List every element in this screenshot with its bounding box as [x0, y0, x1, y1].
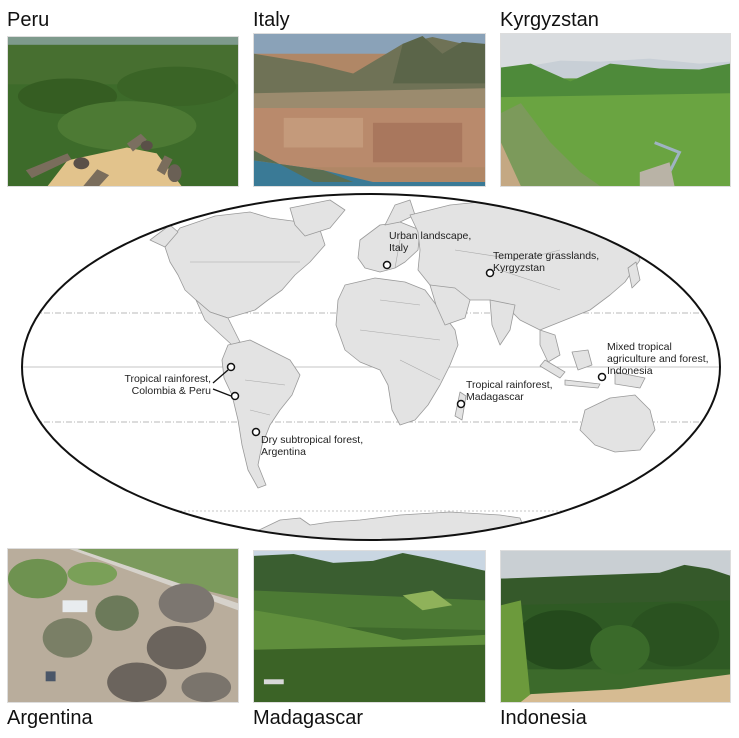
- map-outline: [21, 193, 721, 541]
- landmass-greenland: [289, 199, 346, 237]
- landmass-arabia: [429, 284, 471, 326]
- photo-italy: [253, 33, 486, 187]
- landmass-sumatra: [539, 359, 566, 379]
- photo-argentina: [7, 548, 239, 703]
- landmass-scandinavia: [384, 199, 416, 226]
- photo-madagascar: [253, 550, 486, 703]
- landmass-southeast-asia: [539, 329, 561, 363]
- landmass-new-zealand: [669, 451, 685, 481]
- panel-title-peru: Peru: [7, 9, 50, 31]
- site-label-kyrgyzstan: Temperate grasslands, Kyrgyzstan: [493, 250, 600, 274]
- site-label-colombia-peru: Tropical rainforest, Colombia & Peru: [124, 373, 211, 397]
- world-map: Urban landscape, Italy Temperate grassla…: [0, 188, 739, 553]
- site-marker-argentina: [251, 427, 261, 437]
- panel-title-argentina: Argentina: [7, 707, 93, 729]
- landmass-sulawesi-java: [564, 379, 601, 389]
- leader-line-peru: [212, 388, 232, 397]
- site-label-italy: Urban landscape, Italy: [389, 230, 472, 254]
- landmass-japan: [627, 261, 641, 289]
- site-marker-peru: [230, 391, 240, 401]
- photo-kyrgyzstan: [500, 33, 731, 187]
- site-label-argentina: Dry subtropical forest, Argentina: [261, 434, 364, 458]
- panel-title-kyrgyzstan: Kyrgyzstan: [500, 9, 599, 31]
- site-label-indonesia: Mixed tropical agriculture and forest, I…: [607, 341, 709, 377]
- photo-indonesia: [500, 550, 731, 703]
- panel-title-madagascar: Madagascar: [253, 707, 364, 729]
- mollweide-map-graphic: [21, 193, 721, 541]
- landmass-australia: [579, 394, 656, 453]
- landmass-north-america: [164, 211, 326, 319]
- site-marker-kyrgyzstan: [485, 268, 495, 278]
- site-marker-italy: [382, 260, 392, 270]
- site-label-madagascar: Tropical rainforest, Madagascar: [466, 379, 553, 403]
- site-marker-indonesia: [597, 372, 607, 382]
- photo-peru: [7, 36, 239, 187]
- landmass-india: [489, 299, 516, 346]
- landmass-borneo: [571, 349, 593, 371]
- landmass-alaska: [149, 224, 179, 248]
- panel-title-italy: Italy: [253, 9, 290, 31]
- site-marker-colombia: [226, 362, 236, 372]
- landmass-africa: [335, 277, 459, 426]
- leader-line-colombia: [212, 369, 229, 384]
- panel-title-indonesia: Indonesia: [500, 707, 587, 729]
- site-marker-madagascar: [456, 399, 466, 409]
- landmass-new-guinea: [614, 371, 646, 389]
